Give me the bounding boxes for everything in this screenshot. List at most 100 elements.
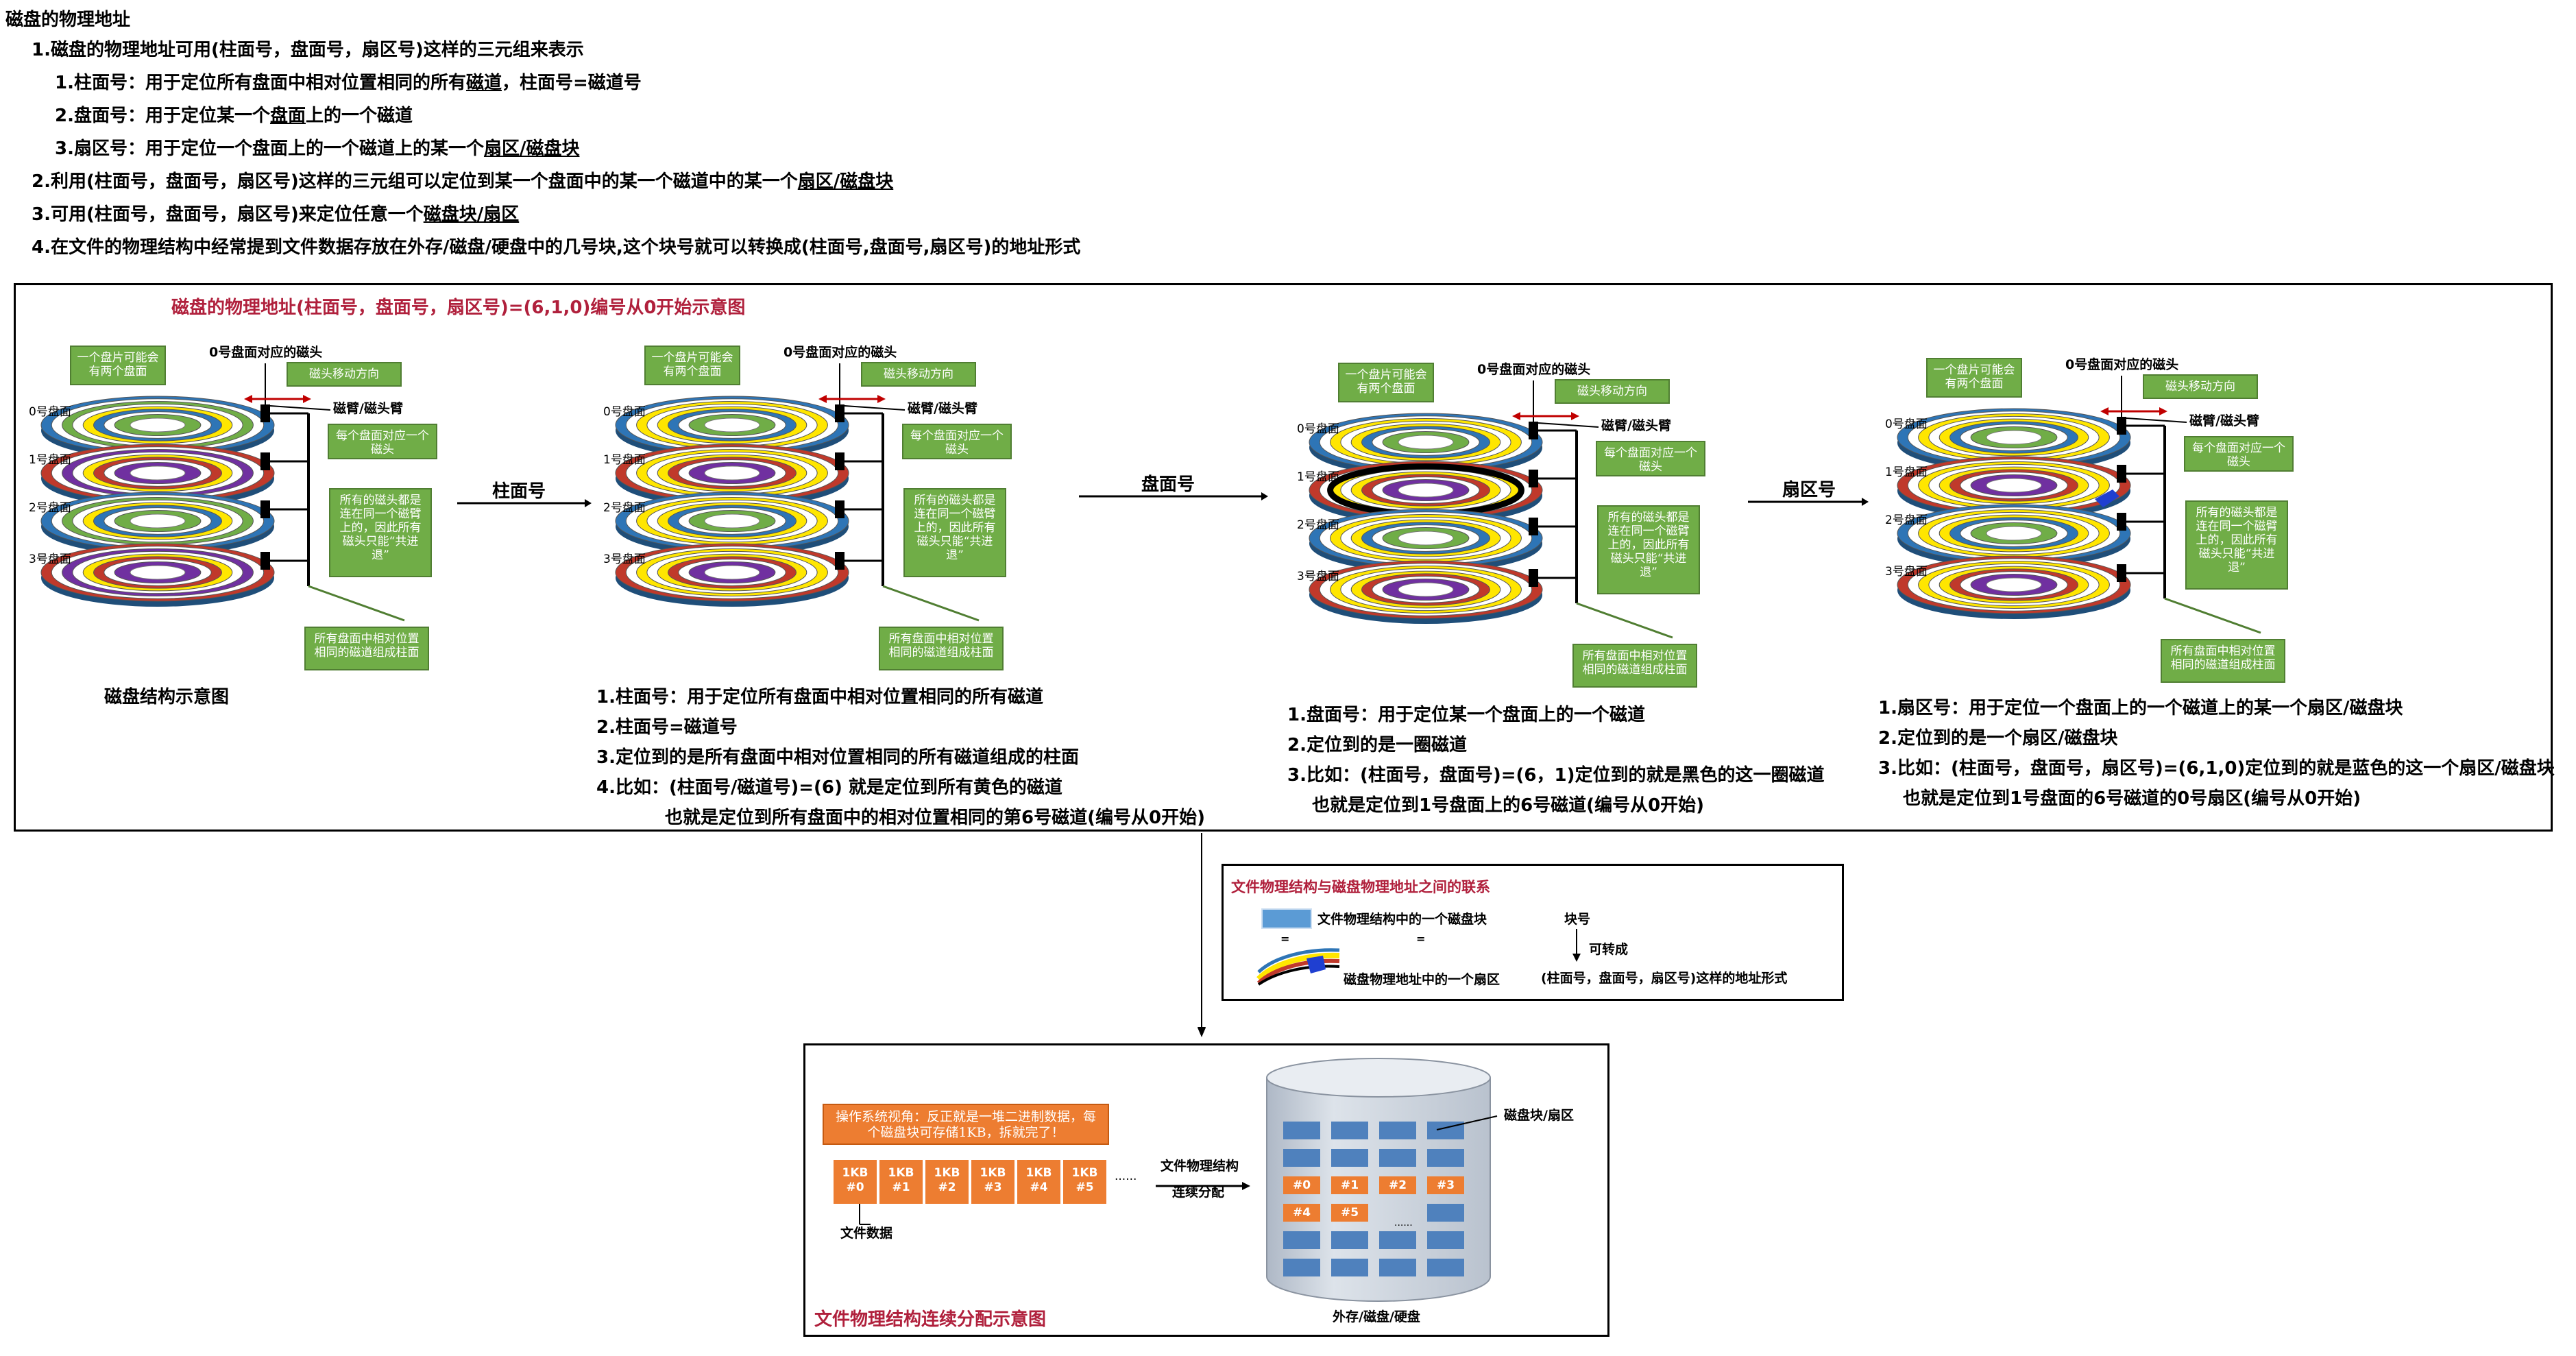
head-1 <box>835 452 845 470</box>
notes-sec-line-0: 1.扇区号：用于定位一个盘面上的一个磁道上的某一个扇区/磁盘块 <box>1878 698 2403 718</box>
bubble-one-head: 每个盘面对应一个磁头 <box>902 424 1012 459</box>
platter-label-2: 2号盘面 <box>603 501 646 515</box>
head0-label: 0号盘面对应的磁头 <box>783 344 897 360</box>
disk-block-used-0: #0 <box>1283 1176 1320 1194</box>
platter-0 <box>1309 413 1577 476</box>
platter-1 <box>1897 456 2165 520</box>
platter-label-2: 2号盘面 <box>29 501 71 515</box>
disk-block <box>1283 1231 1320 1249</box>
head0-label: 0号盘面对应的磁头 <box>209 344 322 360</box>
header-line-4: 2.利用(柱面号，盘面号，扇区号)这样的三元组可以定位到某一个盘面中的某一个磁道… <box>32 171 894 192</box>
bubble-one-head: 每个盘面对应一个磁头 <box>1596 441 1705 476</box>
head-3 <box>835 552 845 570</box>
bubble-shared-arm: 所有的磁头都是连在同一个磁臂上的，因此所有磁头只能“共进退” <box>329 488 432 577</box>
head-2 <box>2117 513 2126 531</box>
bubble-shared-arm: 所有的磁头都是连在同一个磁臂上的，因此所有磁头只能“共进退” <box>1597 505 1700 594</box>
platter-2 <box>615 492 883 555</box>
file-block-id: #1 <box>892 1181 910 1194</box>
file-block-id: #0 <box>846 1181 864 1194</box>
notes-cyl-line-1: 2.柱面号=磁道号 <box>596 717 738 738</box>
head-0 <box>260 404 270 422</box>
file-block-size: 1KB <box>934 1166 960 1180</box>
header-line-1: 1.柱面号：用于定位所有盘面中相对位置相同的所有磁道，柱面号=磁道号 <box>55 73 642 93</box>
platter-label-1: 1号盘面 <box>1885 465 1928 479</box>
platter-0 <box>615 396 883 459</box>
file-block-4: 1KB#4 <box>1016 1159 1062 1205</box>
platter-label-1: 1号盘面 <box>1297 470 1339 484</box>
bubble-two-sides: 一个盘片可能会有两个盘面 <box>70 346 166 385</box>
bubble-move-direction: 磁头移动方向 <box>287 362 402 387</box>
header-line-5: 3.可用(柱面号，盘面号，扇区号)来定位任意一个磁盘块/扇区 <box>32 204 520 225</box>
bubble-move-direction: 磁头移动方向 <box>1555 379 1670 404</box>
bubble-shared-arm: 所有的磁头都是连在同一个磁臂上的，因此所有磁头只能“共进退” <box>2185 500 2288 590</box>
notes-cyl-line-0: 1.柱面号：用于定位所有盘面中相对位置相同的所有磁道 <box>596 687 1043 707</box>
notes-sec-line-3: 也就是定位到1号盘面的6号磁道的0号扇区(编号从0开始) <box>1903 788 2361 809</box>
platter-3 <box>1309 560 1577 624</box>
head-0 <box>835 404 845 422</box>
arm-label: 磁臂/磁头臂 <box>908 400 977 416</box>
arrow-label-sector: 扇区号 <box>1782 480 1836 500</box>
arm-label: 磁臂/磁头臂 <box>1601 417 1671 433</box>
selected-sector <box>2095 489 2119 507</box>
file-block-size: 1KB <box>888 1166 914 1180</box>
head-0 <box>2117 417 2126 435</box>
disk-block-used-3: #3 <box>1427 1176 1464 1194</box>
platter-0 <box>1897 408 2165 472</box>
notes-surf-line-2: 3.比如：(柱面号，盘面号)=(6，1)定位到的就是黑色的这一圈磁道 <box>1287 765 1825 786</box>
arm-label: 磁臂/磁头臂 <box>2189 413 2259 428</box>
platter-label-0: 0号盘面 <box>1885 417 1928 431</box>
file-block-size: 1KB <box>842 1166 868 1180</box>
bubble-move-direction: 磁头移动方向 <box>861 362 976 387</box>
disk-block <box>1379 1149 1416 1167</box>
disk-block-used-2: #2 <box>1379 1176 1416 1194</box>
head-1 <box>2117 465 2126 483</box>
header-line-3: 3.扇区号：用于定位一个盘面上的一个磁道上的某一个扇区/磁盘块 <box>55 138 580 159</box>
allocation-arrow-label-2: 连续分配 <box>1172 1185 1225 1200</box>
disk-block <box>1331 1259 1368 1276</box>
platter-label-3: 3号盘面 <box>603 553 646 566</box>
relation-address-form: (柱面号，盘面号，扇区号)这样的地址形式 <box>1541 971 1788 986</box>
platter-label-3: 3号盘面 <box>29 553 71 566</box>
bubble-cylinder: 所有盘面中相对位置相同的磁道组成柱面 <box>2161 639 2285 683</box>
file-block-id: #5 <box>1076 1181 1094 1194</box>
file-block-id: #4 <box>1030 1181 1048 1194</box>
bubble-one-head: 每个盘面对应一个磁头 <box>2184 436 2294 472</box>
platter-2 <box>40 492 308 555</box>
bubble-one-head: 每个盘面对应一个磁头 <box>328 424 437 459</box>
bubble-shared-arm: 所有的磁头都是连在同一个磁臂上的，因此所有磁头只能“共进退” <box>903 488 1006 577</box>
arrow-label-surface: 盘面号 <box>1141 474 1195 495</box>
allocation-arrow <box>1156 1182 1250 1190</box>
file-data-pointer <box>859 1204 871 1225</box>
platter-label-2: 2号盘面 <box>1885 513 1928 527</box>
cells-ellipsis: ...... <box>1115 1170 1137 1183</box>
main-diagram-title: 磁盘的物理地址(柱面号，盘面号，扇区号)=(6,1,0)编号从0开始示意图 <box>171 298 746 318</box>
disk-block-used-5: #5 <box>1331 1204 1368 1222</box>
structure-caption: 磁盘结构示意图 <box>104 687 230 707</box>
arrow-label-cylinder: 柱面号 <box>492 481 546 502</box>
head-2 <box>1529 518 1538 535</box>
relation-item-block: 文件物理结构中的一个磁盘块 <box>1317 912 1487 927</box>
file-block-size: 1KB <box>1025 1166 1052 1180</box>
disk-block <box>1283 1122 1320 1139</box>
allocation-title: 文件物理结构连续分配示意图 <box>814 1309 1047 1330</box>
file-block-2: 1KB#2 <box>924 1159 970 1205</box>
disk-block <box>1379 1231 1416 1249</box>
disk-block-used-4: #4 <box>1283 1204 1320 1222</box>
file-block-size: 1KB <box>980 1166 1006 1180</box>
platter-1 <box>615 444 883 507</box>
platter-3 <box>40 543 308 607</box>
head-1 <box>1529 470 1538 487</box>
relation-item-sector: 磁盘物理地址中的一个扇区 <box>1344 972 1500 987</box>
disk-blocks-ellipsis: ...... <box>1394 1218 1413 1228</box>
notes-surf-line-0: 1.盘面号：用于定位某一个盘面上的一个磁道 <box>1287 705 1645 725</box>
file-block-id: #3 <box>984 1181 1002 1194</box>
disk-block <box>1427 1204 1464 1222</box>
platter-0 <box>40 396 308 459</box>
main-diagram-box <box>14 283 2553 832</box>
